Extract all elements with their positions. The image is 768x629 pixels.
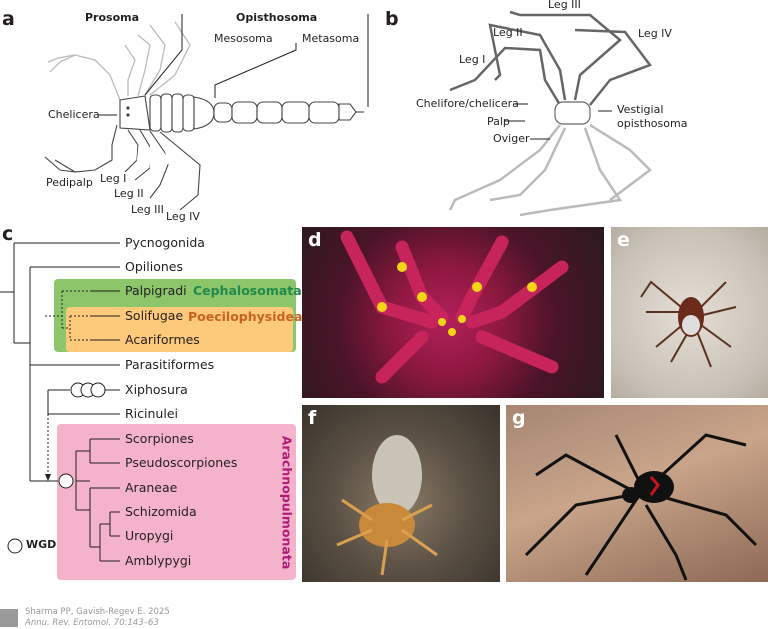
arachnopulmonata-label: Arachnopulmonata xyxy=(279,435,295,570)
photo-solifuge: f xyxy=(302,405,500,582)
mesosoma-label: Mesosoma xyxy=(214,32,273,45)
taxon-label: Xiphosura xyxy=(125,382,188,397)
sea-spider-diagram xyxy=(448,10,653,217)
taxon-label: Amblypygi xyxy=(125,553,192,568)
taxon-label: Schizomida xyxy=(125,504,197,519)
arachnopulmonata-box xyxy=(57,424,296,580)
panel-label-d: d xyxy=(308,229,322,251)
leg-ii-label: Leg II xyxy=(493,26,523,39)
panel-label-c: c xyxy=(2,223,14,245)
photo-sea-spider: d xyxy=(302,227,604,398)
prosoma-label: Prosoma xyxy=(85,11,140,24)
poecilophysidea-label: Poecilophysidea xyxy=(188,309,303,324)
vestigial-label: Vestigial xyxy=(617,103,664,116)
poecilophysidea-box xyxy=(66,307,293,352)
cephalosomata-label: Cephalosomata xyxy=(193,283,302,298)
oviger-label: Oviger xyxy=(493,132,530,145)
scorpion-diagram xyxy=(44,14,369,211)
chelifore-label: Chelifore/chelicera xyxy=(416,97,519,110)
leg-iii-label: Leg III xyxy=(131,203,164,216)
metasoma-label: Metasoma xyxy=(302,32,360,45)
phylogeny-tree xyxy=(0,242,120,562)
taxon-label: Acariformes xyxy=(125,332,200,347)
annual-reviews-logo xyxy=(0,609,18,627)
taxon-label: Ricinulei xyxy=(125,406,178,421)
leg-i-label: Leg I xyxy=(100,172,127,185)
leg-iv-label: Leg IV xyxy=(638,27,672,40)
taxon-label: Pseudoscorpiones xyxy=(125,455,238,470)
taxon-label: Parasitiformes xyxy=(125,357,215,372)
wgd-legend-label: WGD xyxy=(26,538,57,551)
taxon-label: Uropygi xyxy=(125,528,174,543)
taxon-label: Opiliones xyxy=(125,259,183,274)
chelicera-label: Chelicera xyxy=(48,108,100,121)
leg-ii-label: Leg II xyxy=(114,187,144,200)
panel-label-g: g xyxy=(512,407,526,429)
taxon-label: Solifugae xyxy=(125,308,184,323)
citation-authors: Sharma PP, Gavish-Regev E. 2025 xyxy=(25,607,170,617)
taxon-label: Scorpiones xyxy=(125,431,194,446)
panel-label-b: b xyxy=(385,8,399,30)
opisthosoma-label: Opisthosoma xyxy=(236,11,318,24)
taxon-label: Araneae xyxy=(125,480,178,495)
photo-tick: e xyxy=(611,227,768,398)
taxon-label: Palpigradi xyxy=(125,283,187,298)
leg-iii-label: Leg III xyxy=(548,0,581,11)
citation-journal: Annu. Rev. Entomol. 70:143–63 xyxy=(25,618,159,628)
opisthosoma-label: opisthosoma xyxy=(617,117,688,130)
leg-iv-label: Leg IV xyxy=(166,210,200,223)
panel-label-e: e xyxy=(617,229,630,251)
palp-label: Palp xyxy=(487,115,510,128)
pedipalp-label: Pedipalp xyxy=(46,176,93,189)
taxon-label: Pycnogonida xyxy=(125,235,205,250)
photo-black-widow: g xyxy=(506,405,768,582)
leg-i-label: Leg I xyxy=(459,53,486,66)
panel-label-a: a xyxy=(2,8,15,30)
panel-label-f: f xyxy=(308,407,317,429)
